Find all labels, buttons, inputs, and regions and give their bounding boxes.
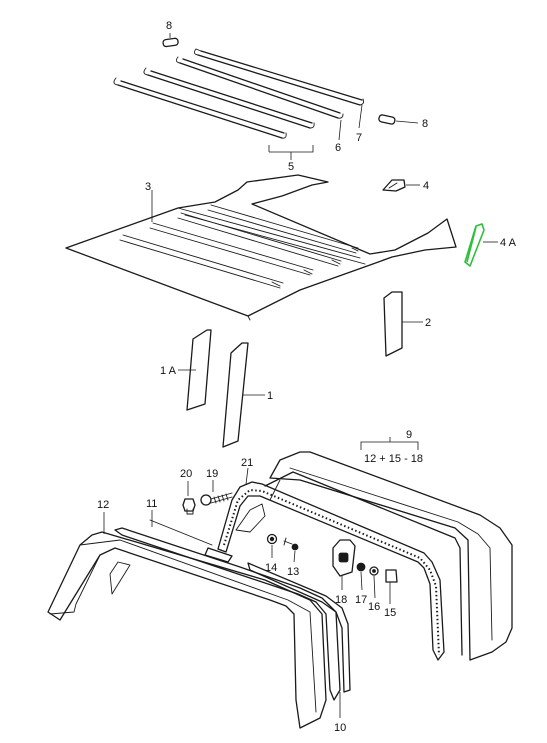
nut-part-17 bbox=[356, 562, 366, 591]
washer-part-14 bbox=[266, 533, 278, 558]
small-seal-strip bbox=[149, 519, 233, 563]
callout-19: 19 bbox=[206, 468, 218, 480]
pin-part-8-right bbox=[378, 114, 419, 125]
trim-panel-part-2 bbox=[383, 291, 423, 357]
callout-1: 1 bbox=[267, 390, 273, 402]
callout-10: 10 bbox=[334, 722, 346, 734]
callout-8-right: 8 bbox=[422, 118, 428, 130]
callout-20: 20 bbox=[180, 468, 192, 480]
callout-14: 14 bbox=[265, 562, 277, 574]
nut-part-20 bbox=[182, 481, 196, 515]
wheel-seal-part-11 bbox=[114, 510, 341, 701]
callout-labels: 8 8 7 6 5 3 4 4 A 2 1 A 1 9 12 + 15 - 18… bbox=[97, 20, 517, 734]
roof-rods-group bbox=[113, 33, 419, 160]
callout-21: 21 bbox=[241, 457, 253, 469]
callout-1a: 1 A bbox=[160, 365, 177, 377]
callout-4: 4 bbox=[423, 180, 429, 192]
screw-part-19 bbox=[200, 480, 233, 506]
strip-part-4a-highlighted bbox=[464, 223, 498, 267]
callout-18: 18 bbox=[335, 594, 347, 606]
callout-7: 7 bbox=[356, 132, 362, 144]
callout-13: 13 bbox=[287, 566, 299, 578]
roof-headliner-part-3 bbox=[65, 174, 457, 321]
rod-part-5a bbox=[143, 67, 315, 129]
bracket-part-5 bbox=[268, 145, 314, 160]
clip-part-4 bbox=[382, 179, 420, 192]
trim-panel-part-1a bbox=[178, 329, 212, 411]
latch-bracket-part-18 bbox=[332, 539, 356, 590]
callout-11: 11 bbox=[146, 498, 157, 510]
washer-part-16 bbox=[369, 566, 379, 599]
callout-12: 12 bbox=[97, 499, 109, 511]
callout-3: 3 bbox=[145, 181, 151, 193]
callout-6: 6 bbox=[335, 142, 341, 154]
callout-4a: 4 A bbox=[500, 237, 517, 249]
callout-9-range: 12 + 15 - 18 bbox=[364, 453, 423, 465]
trim-panel-part-1 bbox=[222, 342, 265, 448]
clip-part-15 bbox=[385, 569, 398, 604]
callout-15: 15 bbox=[384, 607, 396, 619]
callout-17: 17 bbox=[355, 594, 367, 606]
callout-5: 5 bbox=[288, 161, 294, 173]
glass-piece bbox=[235, 503, 266, 533]
seal-strip-part-10 bbox=[247, 562, 351, 718]
rod-part-6 bbox=[175, 56, 344, 141]
callout-8-top: 8 bbox=[166, 20, 172, 32]
callout-16: 16 bbox=[368, 601, 380, 613]
callout-9: 9 bbox=[406, 429, 412, 441]
wheel-seal-part-12 bbox=[47, 512, 327, 729]
weatherstrip-part-21 bbox=[217, 467, 445, 661]
rod-part-7 bbox=[193, 48, 365, 129]
screw-part-13 bbox=[283, 537, 299, 563]
pin-part-8-top bbox=[162, 33, 179, 48]
top-frame-seal-part-9 bbox=[264, 437, 513, 661]
callout-2: 2 bbox=[425, 317, 431, 329]
rod-part-5b bbox=[113, 77, 287, 139]
